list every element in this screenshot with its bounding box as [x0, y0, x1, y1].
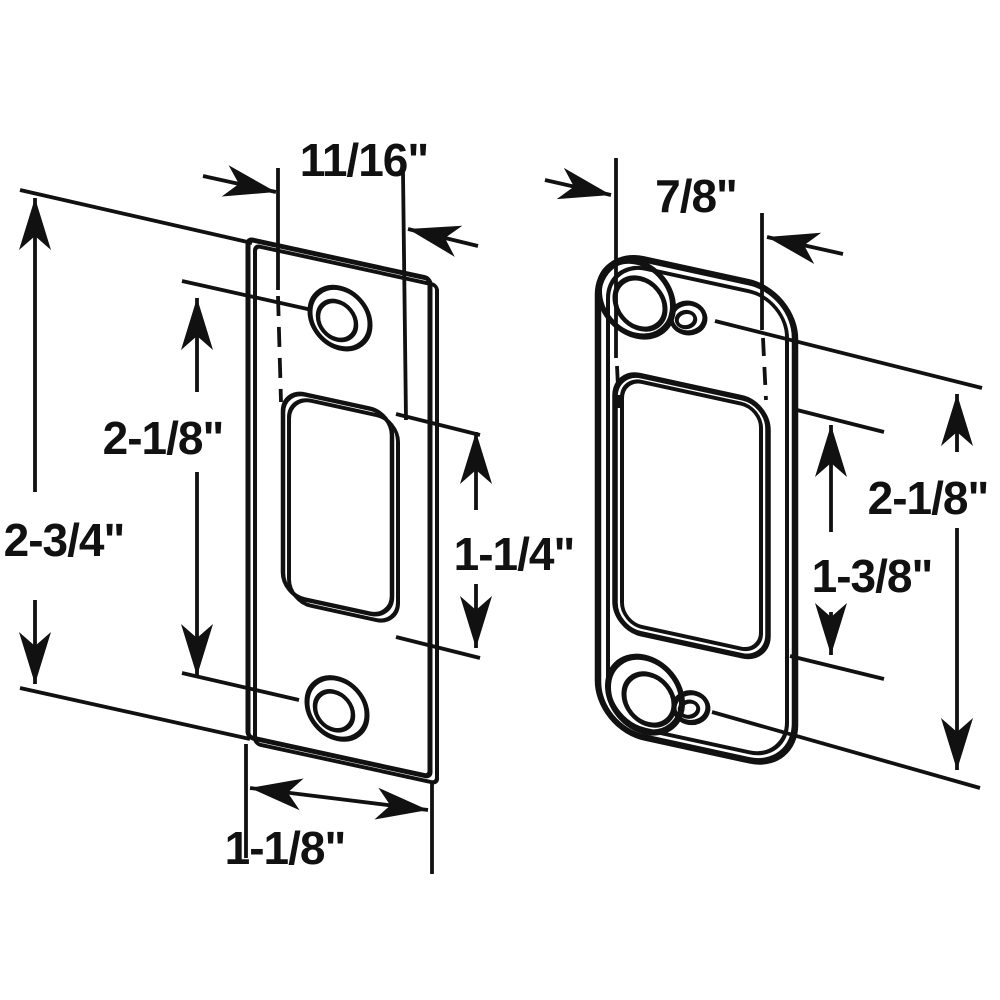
left-plate-latch-cutout	[280, 391, 395, 617]
right-plate-top-pin-hole-inner	[674, 309, 698, 330]
dim-label-11-16: 11/16"	[300, 134, 428, 186]
left-plate	[245, 237, 439, 785]
dim-left-overall-width: 1-1/8"	[225, 744, 434, 874]
left-plate-outline	[245, 237, 433, 779]
dim-label-left-2-1-8: 2-1/8"	[103, 412, 224, 464]
dim-label-7-8: 7/8"	[655, 170, 737, 222]
dim-right-cutout-height: 1-3/8"	[789, 407, 933, 681]
left-plate-bottom-screw-hole-countersink	[312, 689, 356, 733]
right-plate-bottom-pin-hole	[671, 690, 711, 726]
right-plate-top-pin-hole	[668, 300, 708, 336]
dim-right-hole-spacing: 2-1/8"	[711, 319, 989, 790]
left-plate-bottom-screw-hole	[304, 675, 370, 742]
right-plate-inner-rim	[606, 265, 789, 756]
dim-label-1-3-8: 1-3/8"	[812, 550, 933, 602]
left-plate-thickness-edge	[253, 244, 439, 785]
dim-left-overall-height: 2-3/4"	[4, 188, 253, 741]
left-plate-top-screw-hole-countersink	[315, 298, 359, 343]
right-plate-bottom-pin-hole-inner	[677, 699, 701, 719]
dim-label-right-2-1-8: 2-1/8"	[868, 472, 989, 524]
dim-label-1-1-4: 1-1/4"	[454, 528, 575, 580]
dim-left-cutout-width: 11/16"	[202, 134, 479, 421]
right-plate-latch-cutout	[612, 372, 771, 660]
left-plate-cutout-inner-edge	[287, 398, 400, 623]
dim-label-2-3-4: 2-3/4"	[4, 514, 125, 566]
dim-left-hole-spacing: 2-1/8"	[103, 279, 313, 702]
left-plate-top-screw-hole	[307, 284, 373, 352]
dim-right-cutout-width: 7/8"	[544, 158, 844, 409]
right-plate-outline	[594, 255, 799, 765]
right-plate-cutout-inner-edge	[620, 379, 763, 652]
dim-left-cutout-height: 1-1/4"	[395, 412, 575, 660]
dim-label-1-1-8: 1-1/8"	[225, 822, 346, 874]
